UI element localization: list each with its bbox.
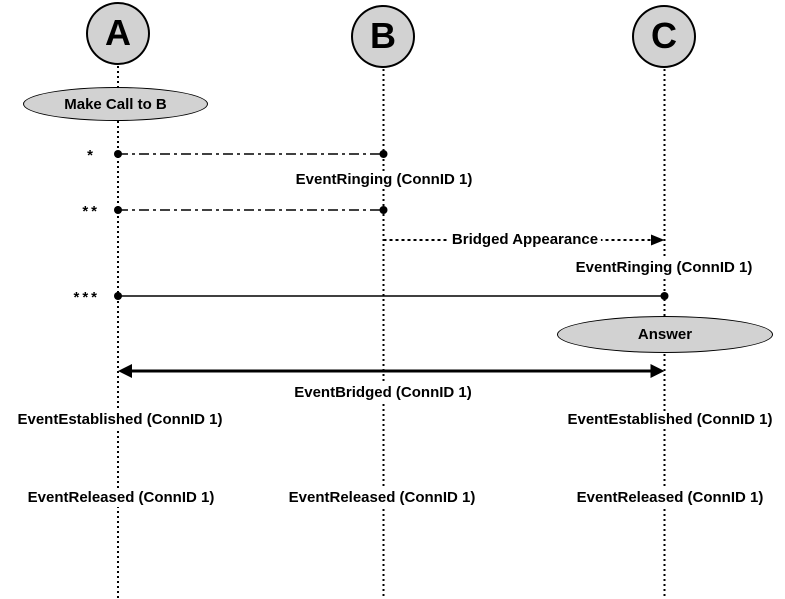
actor-b: B	[351, 5, 415, 68]
endpoint-dot	[660, 292, 669, 300]
endpoint-dot	[379, 206, 388, 214]
arrowhead-right-icon	[651, 234, 665, 246]
event-released-b-label: EventReleased (ConnID 1)	[285, 489, 479, 507]
action-make-call-oval: Make Call to B	[23, 87, 208, 121]
actor-c-label: C	[651, 14, 677, 56]
event-established-a-label: EventEstablished (ConnID 1)	[14, 411, 226, 429]
marker-step-3: ***	[73, 289, 100, 306]
marker-step-2: **	[82, 203, 100, 220]
event-ringing-b-label: EventRinging (ConnID 1)	[292, 171, 476, 189]
endpoint-dot	[114, 292, 122, 300]
event-released-a-label: EventReleased (ConnID 1)	[24, 489, 218, 507]
arrowhead-right-icon	[650, 364, 665, 378]
event-bridged-label: EventBridged (ConnID 1)	[291, 384, 475, 402]
endpoint-dot	[114, 206, 122, 214]
event-ringing-c-label: EventRinging (ConnID 1)	[572, 259, 756, 277]
endpoint-dot	[114, 150, 122, 158]
action-answer-oval: Answer	[557, 316, 773, 353]
event-released-c-label: EventReleased (ConnID 1)	[573, 489, 767, 507]
event-established-c-label: EventEstablished (ConnID 1)	[564, 411, 776, 429]
actor-a: A	[86, 2, 150, 65]
marker-step-1: *	[87, 147, 96, 164]
endpoint-dot	[379, 150, 388, 158]
arrowhead-left-icon	[118, 364, 132, 378]
action-make-call-label: Make Call to B	[64, 95, 167, 113]
actor-a-label: A	[105, 11, 131, 53]
action-answer-label: Answer	[637, 326, 693, 343]
bridged-appearance-label: Bridged Appearance	[448, 231, 602, 249]
actor-b-label: B	[370, 14, 396, 56]
actor-c: C	[632, 5, 696, 68]
